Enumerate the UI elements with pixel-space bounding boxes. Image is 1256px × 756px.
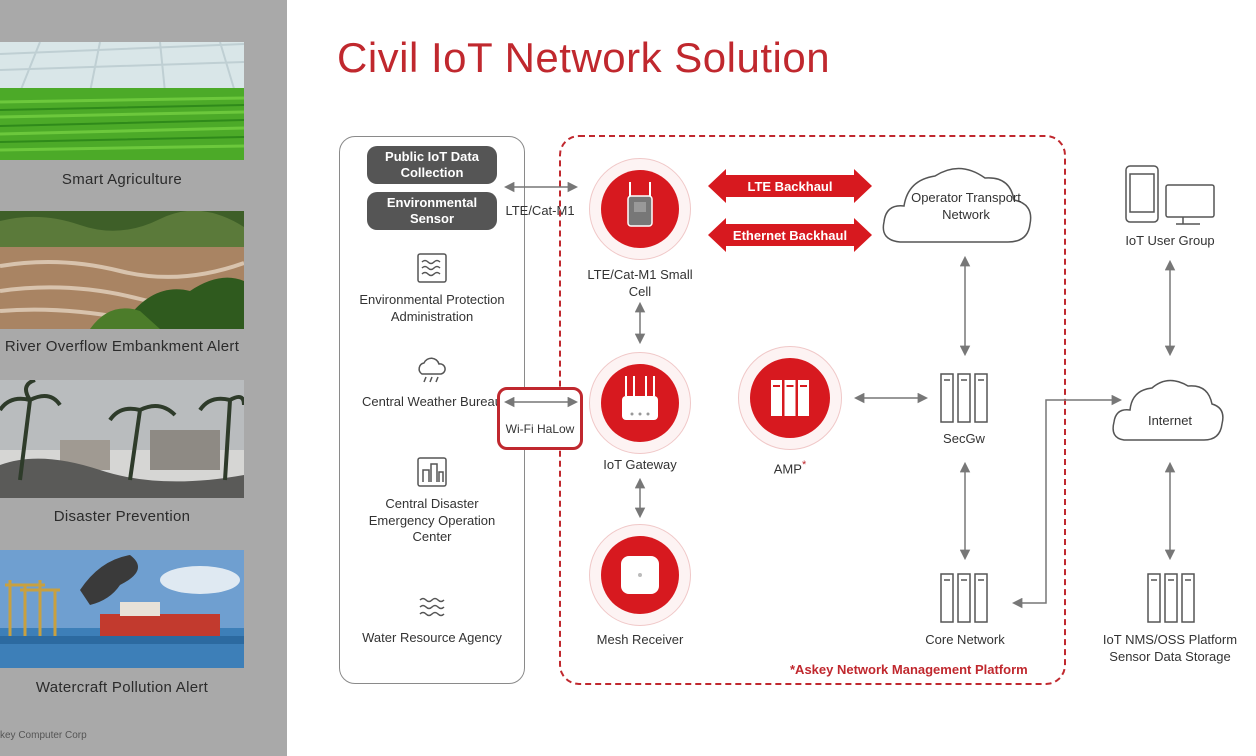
small-cell-label: LTE/Cat-M1 Small Cell bbox=[587, 267, 693, 299]
wifi-halow-label: Wi-Fi HaLow bbox=[505, 422, 575, 436]
receiver-icon bbox=[621, 556, 659, 594]
watercraft-image bbox=[0, 550, 244, 668]
footer-copyright: key Computer Corp bbox=[0, 730, 87, 741]
askey-platform-note: *Askey Network Management Platform bbox=[790, 662, 1028, 677]
iot-gateway-label: IoT Gateway bbox=[603, 457, 677, 472]
router-icon bbox=[622, 376, 658, 420]
nms-server-icon bbox=[1147, 573, 1195, 623]
disaster-image bbox=[0, 380, 244, 498]
secgw-server-icon bbox=[940, 373, 988, 423]
caption-disaster-prevention: Disaster Prevention bbox=[53, 508, 191, 525]
amp-text: AMP bbox=[773, 461, 802, 477]
operator-cloud-icon bbox=[882, 167, 1032, 243]
lte-backhaul-label: LTE Backhaul bbox=[747, 178, 833, 194]
mesh-receiver-node bbox=[589, 524, 691, 626]
sidebar: Smart Agriculture River Overflow Embankm… bbox=[0, 0, 287, 756]
iot-gateway-node bbox=[589, 352, 691, 454]
lte-backhaul-arrow bbox=[708, 169, 872, 203]
page-title: Civil IoT Network Solution bbox=[337, 34, 831, 81]
small-cell-node bbox=[589, 158, 691, 260]
amp-asterisk: * bbox=[801, 459, 807, 471]
water-waves-icon bbox=[417, 253, 447, 283]
public-iot-data-pill: Public IoT Data Collection bbox=[367, 146, 497, 184]
operator-network-label: Operator Transport Network bbox=[911, 190, 1021, 222]
agency-water-resource: Water Resource Agency bbox=[362, 630, 502, 645]
rain-cloud-icon bbox=[418, 357, 446, 383]
internet-cloud-icon bbox=[1112, 379, 1224, 441]
connector-arrows bbox=[503, 181, 1176, 609]
ethernet-backhaul-label: Ethernet Backhaul bbox=[732, 227, 848, 243]
city-building-icon bbox=[417, 457, 447, 487]
core-network-label: Core Network bbox=[925, 632, 1005, 647]
agriculture-image bbox=[0, 42, 244, 160]
river-image bbox=[0, 211, 244, 329]
user-group-label: IoT User Group bbox=[1125, 233, 1215, 248]
amp-label: AMP* bbox=[760, 457, 820, 478]
agency-disaster-center: Central Disaster Emergency Operation Cen… bbox=[368, 496, 496, 544]
user-devices-icon bbox=[1125, 165, 1215, 225]
caption-watercraft-pollution: Watercraft Pollution Alert bbox=[35, 679, 209, 696]
internet-label: Internet bbox=[1147, 413, 1193, 428]
server-rack-icon bbox=[771, 380, 809, 416]
secgw-label: SecGw bbox=[943, 431, 985, 446]
mesh-receiver-label: Mesh Receiver bbox=[596, 632, 684, 647]
core-network-server-icon bbox=[940, 573, 988, 623]
caption-smart-agriculture: Smart Agriculture bbox=[61, 171, 183, 188]
ethernet-backhaul-arrow bbox=[708, 218, 872, 252]
caption-river-overflow: River Overflow Embankment Alert bbox=[4, 338, 240, 355]
water-waves-icon bbox=[419, 597, 445, 617]
nms-platform-label: IoT NMS/OSS Platform Sensor Data Storage bbox=[1102, 632, 1238, 664]
amp-node bbox=[738, 346, 842, 450]
environmental-sensor-pill: Environmental Sensor bbox=[367, 192, 497, 230]
small-cell-icon bbox=[627, 182, 653, 227]
agency-weather-bureau: Central Weather Bureau bbox=[362, 394, 502, 409]
lte-catm1-link-label: LTE/Cat-M1 bbox=[505, 203, 575, 218]
agency-epa: Environmental Protection Administration bbox=[359, 292, 505, 324]
